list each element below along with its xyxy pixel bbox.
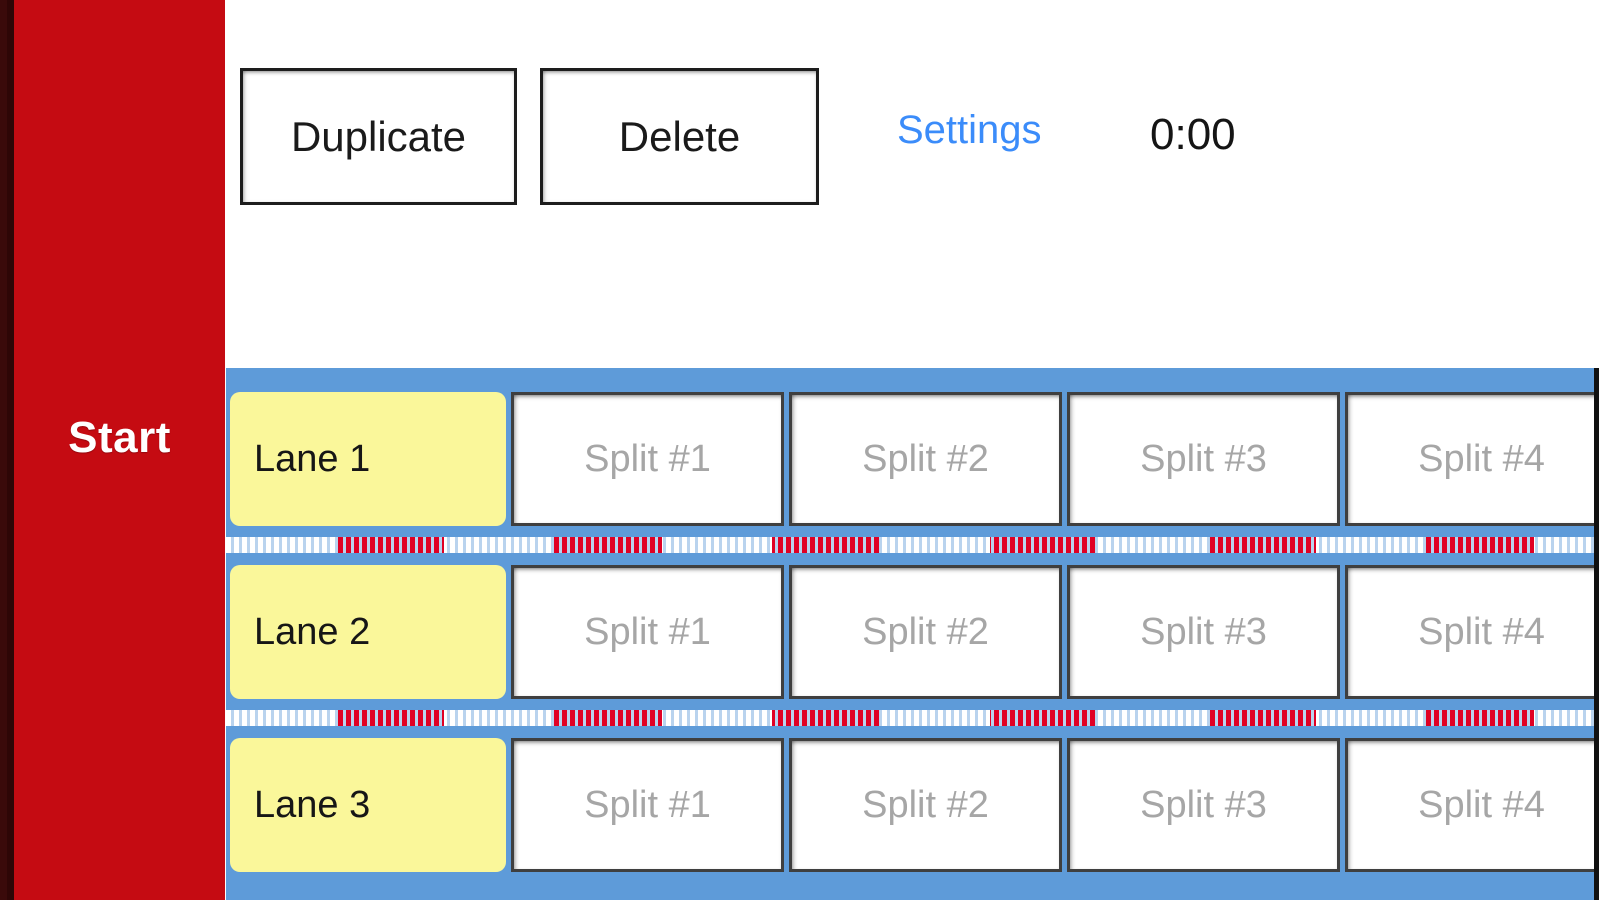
split-cell-lane3-4[interactable]: Split #4 — [1345, 738, 1594, 872]
split-cell-lane2-4[interactable]: Split #4 — [1345, 565, 1594, 699]
toolbar: Duplicate Delete Settings 0:00 — [225, 0, 1599, 368]
lane-name-1[interactable]: Lane 1 — [230, 392, 506, 526]
start-button-label: Start — [68, 413, 171, 462]
split-cell-lane3-1[interactable]: Split #1 — [511, 738, 784, 872]
lane-row: Lane 1 Split #1 Split #2 Split #3 Split … — [226, 392, 1594, 526]
timer-readout: 0:00 — [1150, 110, 1236, 159]
lane-row: Lane 3 Split #1 Split #2 Split #3 Split … — [226, 738, 1594, 872]
split-cell-lane2-3[interactable]: Split #3 — [1067, 565, 1340, 699]
lanes-board: Lane 1 Split #1 Split #2 Split #3 Split … — [226, 368, 1599, 900]
lane-separator-2 — [226, 710, 1594, 726]
split-cell-lane1-2[interactable]: Split #2 — [789, 392, 1062, 526]
sidebar-edge — [7, 0, 14, 900]
lane-name-3[interactable]: Lane 3 — [230, 738, 506, 872]
split-cell-lane1-3[interactable]: Split #3 — [1067, 392, 1340, 526]
split-cell-lane2-2[interactable]: Split #2 — [789, 565, 1062, 699]
lane-separator-1 — [226, 537, 1594, 553]
duplicate-button[interactable]: Duplicate — [240, 68, 517, 205]
settings-link[interactable]: Settings — [897, 108, 1042, 152]
lane-name-2[interactable]: Lane 2 — [230, 565, 506, 699]
split-cell-lane2-1[interactable]: Split #1 — [511, 565, 784, 699]
split-cell-lane1-1[interactable]: Split #1 — [511, 392, 784, 526]
delete-button[interactable]: Delete — [540, 68, 819, 205]
lane-row: Lane 2 Split #1 Split #2 Split #3 Split … — [226, 565, 1594, 699]
split-cell-lane1-4[interactable]: Split #4 — [1345, 392, 1594, 526]
split-cell-lane3-2[interactable]: Split #2 — [789, 738, 1062, 872]
split-cell-lane3-3[interactable]: Split #3 — [1067, 738, 1340, 872]
start-sidebar[interactable]: Start — [0, 0, 225, 900]
